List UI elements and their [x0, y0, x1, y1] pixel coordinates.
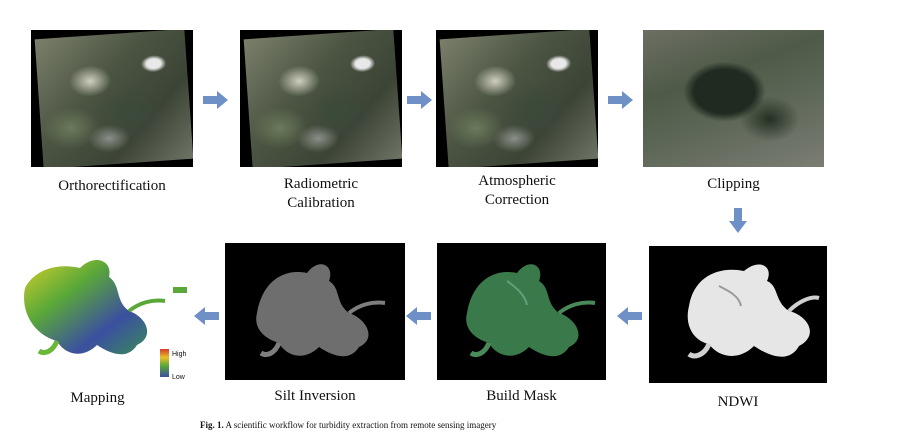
- mapping-legend-colorbar: [160, 349, 169, 377]
- build-mask-label: Build Mask: [486, 388, 557, 404]
- silt-inversion-label: Silt Inversion: [274, 388, 356, 404]
- arrow-right-icon: [608, 91, 633, 109]
- arrow-down-icon: [729, 208, 747, 233]
- silt-inversion-image: [225, 243, 405, 380]
- arrow-left-icon: [194, 307, 219, 325]
- ndwi-image: [649, 246, 827, 383]
- arrow-left-icon: [617, 307, 642, 325]
- clipping-label: Clipping: [707, 176, 760, 192]
- clipping-image: [643, 30, 824, 167]
- mapping-legend-low: Low: [172, 374, 186, 381]
- figure-caption: Fig. 1. A scientific workflow for turbid…: [200, 420, 700, 432]
- mapping-legend-high: High: [172, 351, 187, 358]
- arrow-right-icon: [203, 91, 228, 109]
- ndwi-label: NDWI: [717, 394, 759, 410]
- arrow-right-icon: [407, 91, 432, 109]
- orthorectification-image: [31, 30, 193, 167]
- arrow-left-icon: [406, 307, 431, 325]
- atmospheric-correction-label: Atmospheric Correction: [478, 173, 556, 208]
- radiometric-calibration-image: [240, 30, 402, 167]
- build-mask-image: [437, 243, 606, 380]
- figure-caption-text: A scientific workflow for turbidity extr…: [225, 420, 497, 430]
- orthorectification-label: Orthorectification: [58, 178, 166, 194]
- atmospheric-correction-image: [436, 30, 598, 167]
- radiometric-calibration-label: Radiometric Calibration: [283, 176, 359, 211]
- figure-caption-prefix: Fig. 1.: [200, 420, 224, 430]
- mapping-image: High Low: [5, 243, 190, 385]
- mapping-label: Mapping: [70, 390, 125, 406]
